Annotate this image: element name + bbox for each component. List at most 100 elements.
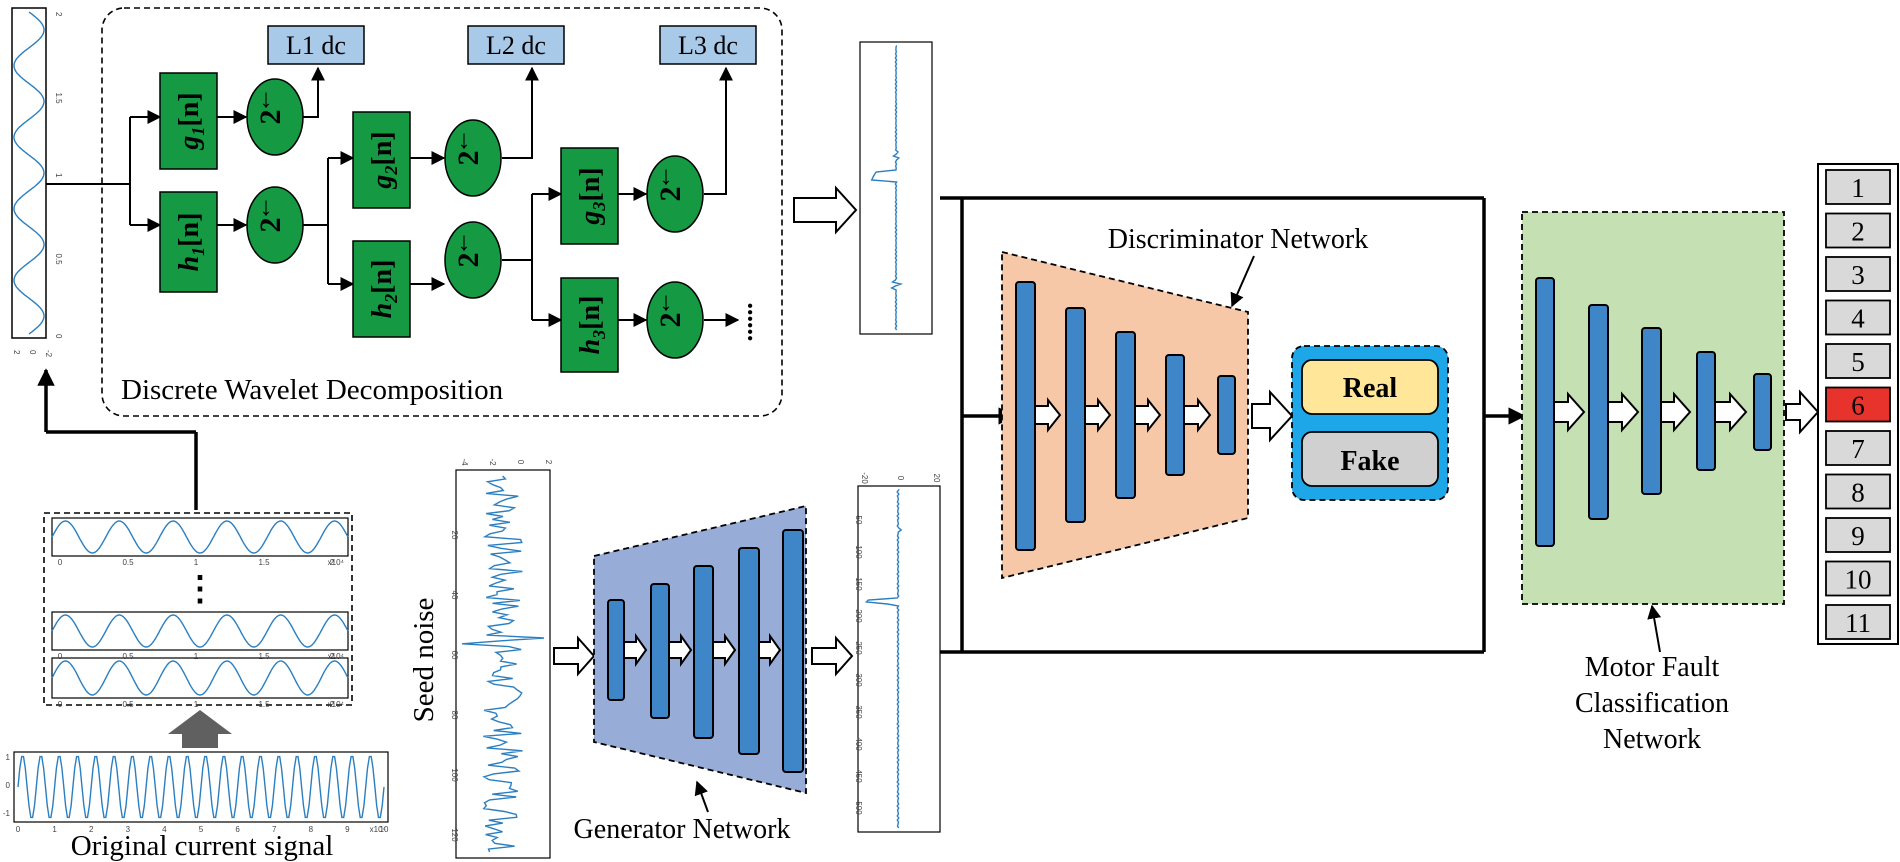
orig-x-tick: 5 bbox=[199, 825, 204, 834]
svg-text:L3 dc: L3 dc bbox=[678, 31, 738, 60]
gen-out-tick: 150 bbox=[854, 577, 863, 591]
class-cell bbox=[1825, 343, 1891, 379]
real-box bbox=[1301, 359, 1439, 415]
dc-box-l3: L3 dc bbox=[659, 25, 757, 65]
svg-text:2: 2 bbox=[654, 187, 687, 202]
stacked-tick: 1 bbox=[194, 558, 199, 567]
gen-out-tick: 500 bbox=[854, 801, 863, 815]
downsample-3a: ↓ 2 bbox=[646, 155, 704, 233]
dwt-input-signal-ticks: 21.510.50 bbox=[54, 12, 63, 339]
generator-pointer bbox=[694, 780, 709, 813]
class-cell bbox=[1825, 212, 1891, 249]
filter-g3: g3[n] bbox=[560, 147, 619, 245]
stacked-tick: 0.5 bbox=[122, 558, 134, 567]
svg-text:g2[n]: g2[n] bbox=[367, 131, 401, 189]
gen-out-tick: 200 bbox=[854, 609, 863, 623]
svg-text:↓: ↓ bbox=[660, 287, 673, 316]
svg-text:h2[n]: h2[n] bbox=[367, 260, 401, 319]
seed-tick: 40 bbox=[450, 591, 459, 600]
gen-out-tick: 100 bbox=[854, 545, 863, 559]
stacked-signals-boundary bbox=[43, 512, 353, 706]
seed-tick: 120 bbox=[450, 828, 459, 842]
class-cell bbox=[1825, 604, 1891, 640]
svg-text:↓: ↓ bbox=[458, 227, 471, 256]
seed-top-tick: 2 bbox=[544, 460, 553, 465]
classifier-network bbox=[1521, 211, 1785, 605]
seed-tick: 20 bbox=[450, 531, 459, 540]
class-cell-label: 8 bbox=[1851, 478, 1865, 508]
dwt-title: Discrete Wavelet Decomposition bbox=[121, 374, 504, 406]
stacked-tick: 1 bbox=[194, 700, 199, 709]
orig-x-tick: 1 bbox=[52, 825, 57, 834]
stacked-tick: 0 bbox=[58, 700, 63, 709]
stacked-tick: 2 bbox=[330, 558, 335, 567]
dwt-input-tick: 0.5 bbox=[54, 254, 63, 266]
filter-h3: h3[n] bbox=[560, 277, 619, 373]
svg-text:h3[n]: h3[n] bbox=[575, 296, 609, 355]
svg-text:↓: ↓ bbox=[260, 192, 273, 221]
class-cell bbox=[1825, 169, 1891, 205]
svg-text:g3[n]: g3[n] bbox=[575, 167, 609, 225]
orig-x-tick: 4 bbox=[162, 825, 167, 834]
gen-out-tick: 400 bbox=[854, 737, 863, 751]
dwt-wiring bbox=[46, 66, 740, 327]
stacked-tick: 0 bbox=[58, 652, 63, 661]
stacked-tick: 1.5 bbox=[258, 558, 270, 567]
dwt-boundary bbox=[101, 7, 783, 417]
discriminator-frame bbox=[940, 196, 1526, 654]
dwt-input-bottom-tick: -2 bbox=[44, 350, 53, 358]
seed-top-tick: -4 bbox=[460, 458, 469, 466]
filter-g1: g1[n] bbox=[159, 72, 218, 170]
orig-x-tick: 7 bbox=[272, 825, 277, 834]
svg-text:↓: ↓ bbox=[458, 125, 471, 154]
dwt-output-trace bbox=[870, 45, 904, 331]
gen-out-tick: 300 bbox=[854, 673, 863, 687]
seed-tick: 60 bbox=[450, 651, 459, 660]
stack-to-dwt-arrow bbox=[37, 368, 198, 510]
class-cell bbox=[1825, 386, 1891, 423]
original-signal-label: Original current signal bbox=[71, 830, 334, 862]
stacked-tick: 1.5 bbox=[258, 700, 270, 709]
filter-h2: h2[n] bbox=[352, 240, 411, 338]
stacked-signal-plot-2 bbox=[51, 611, 349, 651]
dwt-input-tick: 2 bbox=[54, 12, 63, 17]
seed-tick: 80 bbox=[450, 711, 459, 720]
class-cell bbox=[1825, 430, 1891, 466]
svg-text:↓: ↓ bbox=[260, 84, 273, 113]
fake-box bbox=[1301, 431, 1439, 487]
class-cell-label: 6 bbox=[1851, 391, 1865, 421]
grey-up-arrow bbox=[168, 710, 232, 748]
class-cell-label: 4 bbox=[1851, 304, 1865, 334]
orig-x-tick: 3 bbox=[126, 825, 131, 834]
orig-x-tick: 0 bbox=[16, 825, 21, 834]
filter-g2: g2[n] bbox=[352, 111, 411, 209]
dc-box-l2: L2 dc bbox=[467, 25, 565, 65]
gen-out-top-tick: 20 bbox=[932, 474, 941, 483]
svg-text:L1 dc: L1 dc bbox=[286, 31, 346, 60]
seed-tick: 100 bbox=[450, 768, 459, 782]
orig-y-tick: 0 bbox=[6, 781, 11, 790]
class-cell bbox=[1825, 517, 1891, 553]
orig-x-tick: 10 bbox=[380, 825, 389, 834]
classifier-to-classes-arrow bbox=[1785, 389, 1820, 435]
real-label: Real bbox=[1343, 373, 1398, 404]
svg-text:h1[n]: h1[n] bbox=[174, 213, 208, 272]
dc-box-l1: L1 dc bbox=[267, 25, 365, 65]
classifier-label-line2: Classification bbox=[1575, 688, 1729, 719]
stacked-exp: x10⁴ bbox=[328, 652, 345, 661]
dwt-input-tick: 0 bbox=[54, 334, 63, 339]
dwt-continuation-ellipsis: ...... bbox=[729, 303, 758, 342]
discriminator-network bbox=[1001, 250, 1249, 580]
fake-label: Fake bbox=[1340, 446, 1399, 477]
dwt-to-plot-arrow bbox=[793, 185, 858, 235]
dwt-input-bottom-tick: 0 bbox=[28, 350, 37, 355]
orig-y-tick: 1 bbox=[6, 753, 11, 762]
downsample-2a: ↓ 2 bbox=[444, 119, 502, 197]
class-cell bbox=[1825, 299, 1891, 336]
